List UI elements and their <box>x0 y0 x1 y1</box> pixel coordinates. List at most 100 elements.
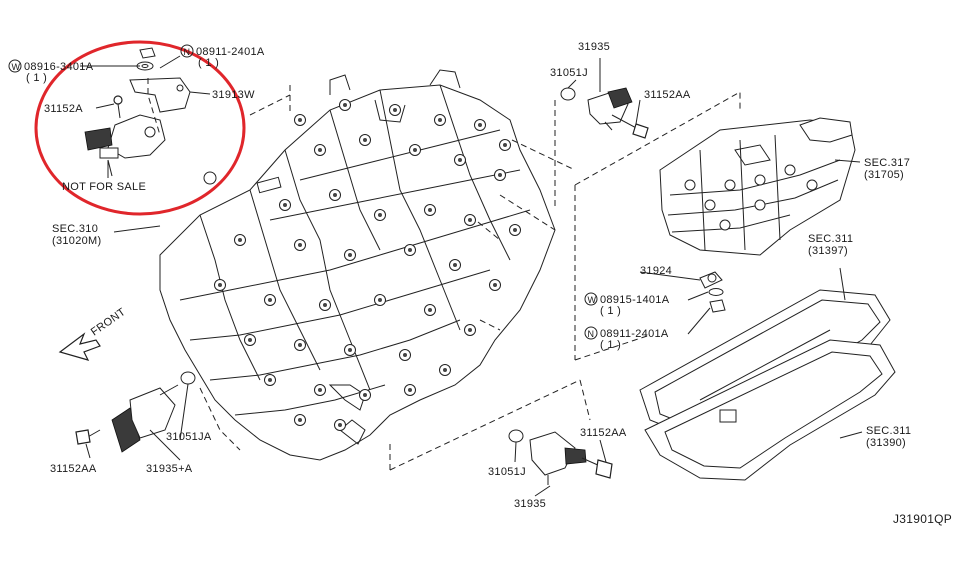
housing-bolt-hole <box>318 148 322 152</box>
housing-bolt-hole <box>363 138 367 142</box>
housing-bolt-hole <box>343 103 347 107</box>
label-31935-top: 31935 <box>578 41 610 53</box>
nut-08911-top <box>139 47 156 59</box>
housing-bolt-hole <box>378 213 382 217</box>
front-arrow <box>58 332 101 361</box>
housing-bolt-hole <box>408 248 412 252</box>
housing-bolt-hole <box>493 283 497 287</box>
label-sec310-ref: (31020M) <box>52 235 101 247</box>
housing-bolt-hole <box>393 108 397 112</box>
label-sec317-ref: (31705) <box>864 169 904 181</box>
housing-bolt-hole <box>348 253 352 257</box>
washer-symbol-mid-text: W <box>588 295 597 305</box>
housing-bolt-hole <box>503 143 507 147</box>
bolt-left <box>75 429 101 445</box>
label-not-for-sale: NOT FOR SALE <box>62 181 146 193</box>
housing-bolt-hole <box>333 193 337 197</box>
housing-bolt-hole <box>338 423 342 427</box>
housing-bolt-hole <box>323 303 327 307</box>
housing-bolt-hole <box>348 348 352 352</box>
sensor-top <box>587 87 633 131</box>
label-31935-bottom: 31935 <box>514 498 546 510</box>
housing-bolt-hole <box>513 228 517 232</box>
housing-bolt-hole <box>498 173 502 177</box>
oring-top <box>560 87 576 101</box>
valve-body <box>659 117 856 256</box>
label-08911-top-qty: ( 1 ) <box>198 57 219 69</box>
nut-08911-mid <box>709 299 726 313</box>
clip-31924 <box>699 271 723 289</box>
housing-bolt-hole <box>238 238 242 242</box>
sensor-left <box>111 384 179 453</box>
label-31935-plus-a: 31935+A <box>146 463 193 475</box>
housing-bolt-hole <box>218 283 222 287</box>
label-sec317: SEC.317 <box>864 157 910 169</box>
label-08915-qty: ( 1 ) <box>600 305 621 317</box>
washer-symbol-text: W <box>12 62 21 72</box>
housing-bolt-hole <box>453 263 457 267</box>
label-31152aa-bottom: 31152AA <box>580 427 627 439</box>
housing-bolt-hole <box>248 338 252 342</box>
housing-bolt-hole <box>298 418 302 422</box>
nut-symbol-text: N <box>184 47 191 57</box>
housing-bolt-hole <box>428 208 432 212</box>
oil-pan <box>644 329 896 481</box>
housing-bolt-hole <box>283 203 287 207</box>
bolt-31152a <box>113 95 123 119</box>
housing-bolt-hole <box>403 353 407 357</box>
bracket-31913w <box>129 77 191 113</box>
housing-bolt-hole <box>363 393 367 397</box>
bolt-top <box>611 114 649 139</box>
front-label: FRONT <box>89 306 128 338</box>
housing-bolt-hole <box>378 298 382 302</box>
label-08916-3401a: 08916-3401A <box>24 61 94 73</box>
housing-bolt-hole <box>318 388 322 392</box>
label-31051j-bottom: 31051J <box>488 466 526 478</box>
label-sec310: SEC.310 <box>52 223 98 235</box>
nut-symbol-mid-text: N <box>588 329 595 339</box>
housing-bolt-hole <box>443 368 447 372</box>
housing-bolt-hole <box>468 328 472 332</box>
washer-08916 <box>136 61 154 71</box>
housing-bolt-hole <box>468 218 472 222</box>
dashed-guides <box>147 78 741 471</box>
housing-bolt-hole <box>268 378 272 382</box>
bolt-bottom <box>581 457 613 479</box>
label-08911-mid-qty: ( 1 ) <box>600 339 621 351</box>
sensor-bottom <box>529 431 587 485</box>
oring-left <box>180 371 196 385</box>
housing-bolt-hole <box>458 158 462 162</box>
washer-symbol-mid-icon <box>584 292 598 306</box>
housing-bolt-hole <box>408 388 412 392</box>
label-sec311-upper: SEC.311 <box>808 233 853 245</box>
nut-symbol-icon <box>180 44 194 58</box>
housing-bolt-hole <box>478 123 482 127</box>
highlight-circle <box>34 40 246 216</box>
leader-lines <box>80 55 863 497</box>
neutral-switch-assembly <box>84 114 166 178</box>
label-08916-qty: ( 1 ) <box>26 72 47 84</box>
housing-bolt-hole <box>298 343 302 347</box>
housing-bolt-hole <box>298 118 302 122</box>
label-sec311-lower-ref: (31390) <box>866 437 906 449</box>
housing-bolt-hole <box>428 308 432 312</box>
label-31152a: 31152A <box>44 103 83 115</box>
label-sec311-upper-ref: (31397) <box>808 245 848 257</box>
label-31051j-top: 31051J <box>550 67 588 79</box>
nut-symbol-mid-icon <box>584 326 598 340</box>
oring-bottom <box>508 429 524 443</box>
diagram-id: J31901QP <box>893 512 952 526</box>
housing-bolt-hole <box>438 118 442 122</box>
transmission-housing <box>159 69 556 461</box>
label-08911-2401a-top: 08911-2401A <box>196 46 265 58</box>
housing-bolt-hole <box>298 243 302 247</box>
label-31924: 31924 <box>640 265 672 277</box>
label-31152aa-left: 31152AA <box>50 463 97 475</box>
housing-bolt-bosses <box>214 99 521 431</box>
washer-08915 <box>708 288 724 296</box>
label-31051ja: 31051JA <box>166 431 212 443</box>
washer-symbol-icon <box>8 59 22 73</box>
label-31913w: 31913W <box>212 89 255 101</box>
